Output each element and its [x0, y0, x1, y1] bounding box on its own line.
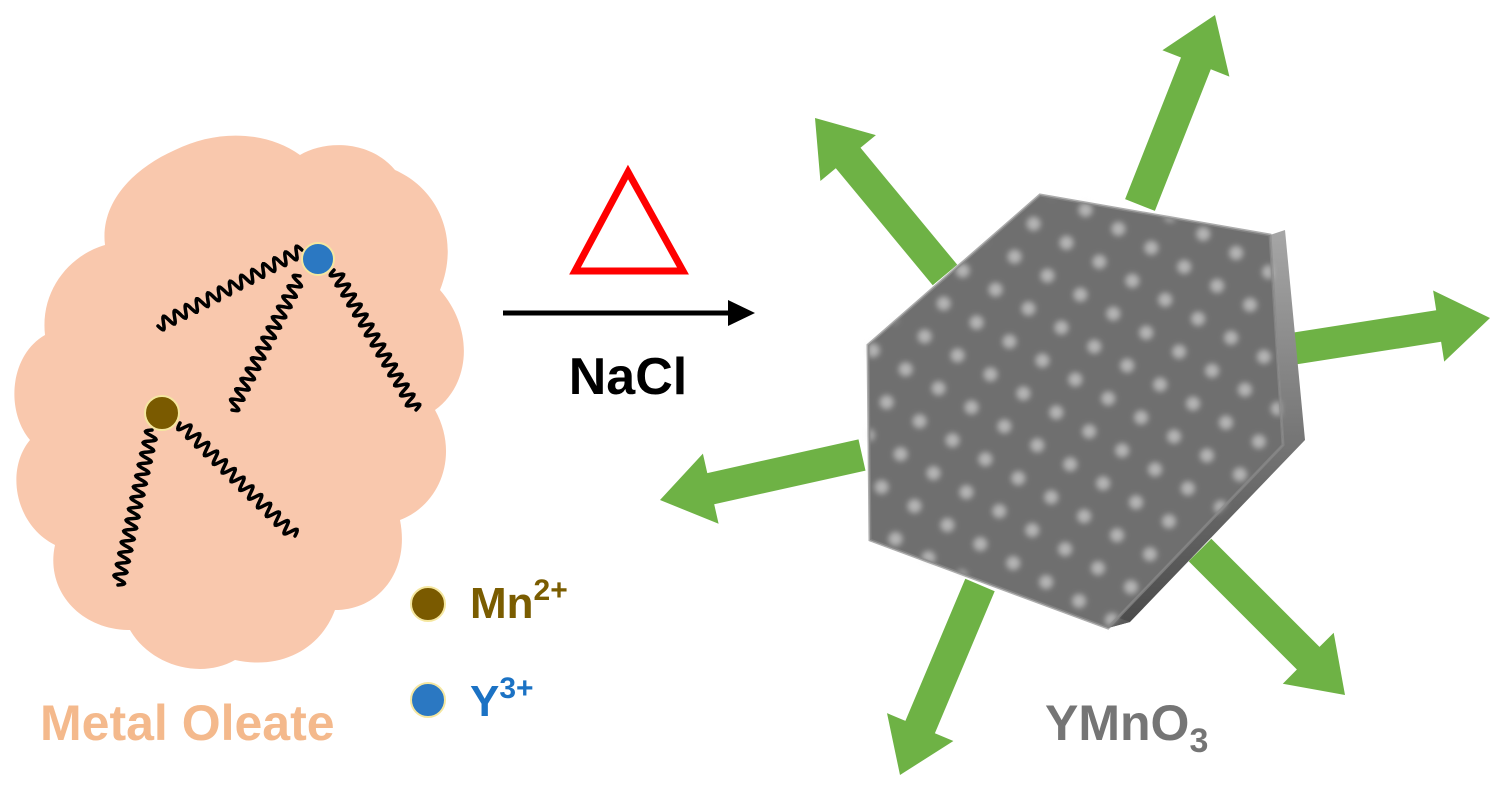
growth-arrow	[1188, 538, 1345, 695]
y-ion-dot	[301, 242, 335, 276]
oleate-chain	[228, 273, 304, 413]
metal-oleate-label: Metal Oleate	[40, 695, 335, 751]
nacl-label: NaCl	[569, 348, 687, 406]
mn-legend-dot	[410, 586, 446, 622]
oleate-chains	[111, 244, 422, 587]
growth-arrows	[660, 15, 1490, 775]
ymno3-label: YMnO3	[1045, 695, 1208, 760]
mn-ion-dot	[144, 395, 180, 431]
mn-ion-label: Mn2+	[470, 574, 568, 628]
y-legend-dot	[410, 682, 446, 718]
growth-arrow	[887, 578, 995, 775]
ymno3-crystal	[866, 193, 1305, 630]
growth-arrow	[1282, 290, 1490, 366]
growth-arrow	[1125, 15, 1230, 211]
reaction-arrow	[503, 300, 755, 326]
growth-arrow	[660, 439, 866, 524]
oleate-chain	[156, 244, 304, 332]
oleate-chain	[328, 268, 422, 412]
oleate-chain	[111, 428, 159, 587]
growth-arrow	[815, 118, 958, 286]
y-ion-label: Y3+	[470, 672, 534, 726]
metal-oleate-cloud	[14, 135, 464, 669]
oleate-chain	[176, 421, 299, 538]
heat-triangle-icon	[569, 164, 689, 275]
